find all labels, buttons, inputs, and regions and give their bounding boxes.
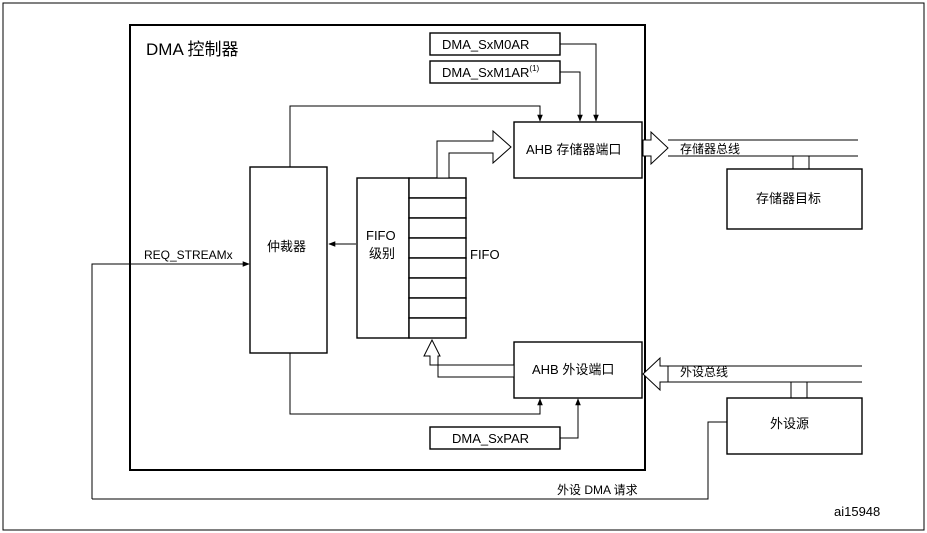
arbiter-to-memory-port <box>289 105 543 167</box>
ahb-memory-port-box <box>513 121 643 179</box>
memory-target-label: 存储器目标 <box>756 191 821 206</box>
ahb-peripheral-port-box <box>513 341 643 399</box>
peripheral-dma-request-line <box>92 421 727 500</box>
ahb-memory-port-label: AHB 存储器端口 <box>526 142 621 157</box>
m0ar-arrow <box>560 43 599 122</box>
reg-m1ar-footnote: (1) <box>529 64 539 73</box>
arbiter-to-peripheral-port <box>289 353 543 415</box>
ahb-peripheral-port-label: AHB 外设端口 <box>532 362 614 377</box>
fifo-cell <box>408 217 467 239</box>
memory-target-box <box>726 168 863 230</box>
memory-bus-label: 存储器总线 <box>680 141 740 156</box>
peripheral-source-label: 外设源 <box>770 416 809 431</box>
peripheral-dma-request-label: 外设 DMA 请求 <box>557 483 638 497</box>
fifo-cell <box>408 237 467 259</box>
fifo-level-label-1: FIFO <box>366 228 396 243</box>
peripheral-bus-label: 外设总线 <box>680 365 728 379</box>
fifo-cell <box>408 177 467 199</box>
fifo-cell <box>408 277 467 299</box>
reg-m1ar-label: DMA_SxM1AR(1) <box>442 64 540 80</box>
fifo-cell <box>408 257 467 279</box>
m1ar-arrow <box>560 71 583 122</box>
par-arrow <box>560 398 581 439</box>
controller-title: DMA 控制器 <box>146 40 239 59</box>
fifo-cells <box>408 177 467 339</box>
req-stream-arrow <box>91 261 250 499</box>
fifo-label: FIFO <box>470 247 500 262</box>
arbiter-label: 仲裁器 <box>267 239 306 254</box>
peripheral-port-to-fifo-arrow <box>423 338 515 378</box>
dma-controller-box <box>129 24 646 471</box>
figure-id: ai15948 <box>834 504 880 519</box>
fifo-cell <box>408 297 467 319</box>
reg-m0ar-label: DMA_SxM0AR <box>442 37 529 52</box>
peripheral-source-box <box>726 397 863 455</box>
arbiter-box <box>249 166 328 354</box>
memory-port-to-bus-arrow <box>642 130 669 166</box>
req-stream-label: REQ_STREAMx <box>144 248 233 262</box>
fifo-level-box <box>356 177 410 339</box>
reg-par-label: DMA_SxPAR <box>452 431 529 446</box>
fifo-cell <box>408 317 467 339</box>
fifo-to-memory-port-arrow <box>436 129 512 179</box>
bus-to-peripheral-port-arrow <box>642 356 669 392</box>
fifo-cell <box>408 197 467 219</box>
fifo-level-label-2: 级别 <box>369 246 395 261</box>
